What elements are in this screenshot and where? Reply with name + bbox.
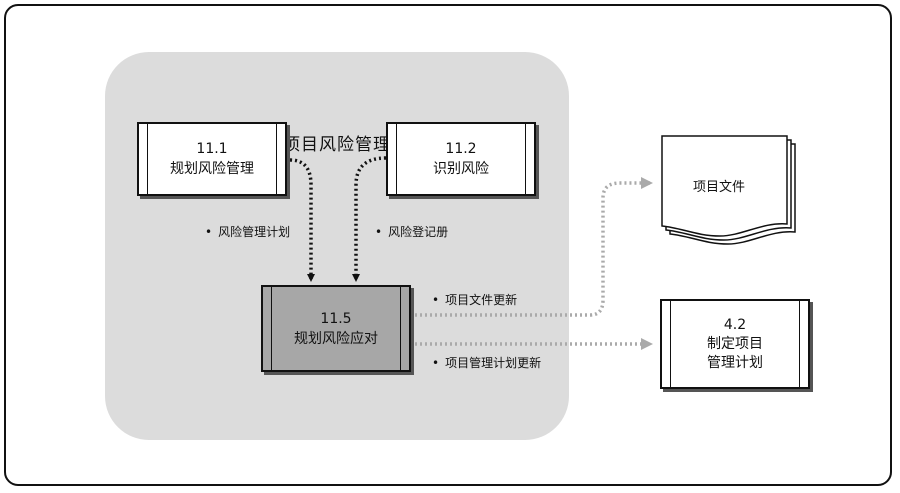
bullet: • — [432, 293, 440, 307]
document-stack-icon — [661, 135, 796, 245]
process-number: 4.2 — [723, 316, 747, 333]
flow-label-text: 风险登记册 — [388, 225, 449, 239]
bullet: • — [205, 225, 213, 239]
flow-label-text: 项目管理计划更新 — [445, 356, 542, 370]
group-title: 项目风险管理 — [283, 135, 391, 155]
bullet: • — [375, 225, 383, 239]
process-name-line1: 制定项目 — [707, 335, 763, 352]
flow-label-risk-plan: • 风险管理计划 — [205, 223, 290, 240]
arrow-risk-register — [352, 156, 387, 282]
arrow-doc-updates — [410, 177, 653, 317]
process-name: 规划风险管理 — [170, 161, 254, 177]
flow-label-risk-register: • 风险登记册 — [375, 223, 448, 240]
process-name: 规划风险应对 — [294, 330, 378, 347]
flow-label-text: 项目文件更新 — [445, 293, 518, 307]
process-11-5[interactable]: 11.5 规划风险应对 — [261, 285, 411, 372]
process-name: 识别风险 — [433, 161, 489, 177]
process-4-2[interactable]: 4.2 制定项目 管理计划 — [660, 299, 810, 389]
flow-label-doc-updates: • 项目文件更新 — [432, 291, 517, 308]
flow-label-plan-updates: • 项目管理计划更新 — [432, 354, 541, 371]
flow-label-text: 风险管理计划 — [218, 225, 291, 239]
process-name-line2: 管理计划 — [707, 354, 763, 371]
process-number: 11.1 — [196, 141, 228, 157]
process-11-1[interactable]: 11.1 规划风险管理 — [137, 122, 287, 196]
bullet: • — [432, 356, 440, 370]
project-docs-label: 项目文件 — [693, 180, 746, 195]
process-number: 11.2 — [445, 141, 477, 157]
process-number: 11.5 — [320, 310, 352, 327]
process-group-risk-management: 项目风险管理 — [105, 52, 569, 440]
arrow-risk-plan — [289, 158, 315, 282]
process-11-2[interactable]: 11.2 识别风险 — [386, 122, 536, 196]
